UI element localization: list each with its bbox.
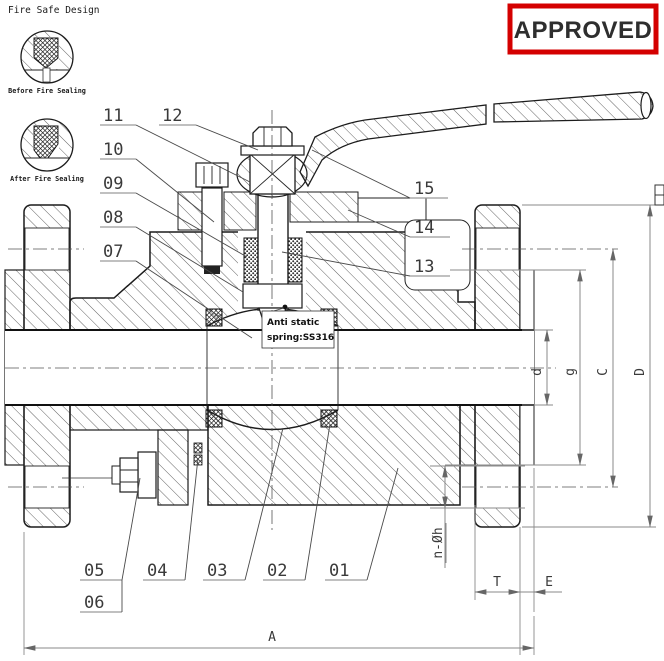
callout-04: 04 (143, 457, 199, 581)
stamp-border (507, 3, 659, 55)
body-closure-plate (157, 429, 189, 506)
dim-label-bolt-circle: C (596, 368, 611, 376)
callout-10: 10 (100, 140, 215, 223)
gland-bolt-shank (201, 187, 223, 267)
svg-text:15: 15 (414, 179, 434, 199)
body-gasket (193, 442, 203, 454)
callout-02: 02 (263, 423, 331, 581)
anti-static-balloon: Anti static spring:SS316 (261, 307, 335, 349)
stem-packing-right (287, 237, 303, 283)
anti-static-spring (282, 304, 288, 310)
dim-label-flange-thickness: T (493, 575, 501, 590)
after-label: After Fire Sealing (10, 175, 84, 183)
callout-03: 03 (203, 427, 284, 581)
dim-label-bore: d (530, 368, 545, 376)
callout-12: 12 (159, 106, 259, 151)
dim-label-flange-od: D (633, 368, 648, 376)
svg-text:14: 14 (414, 218, 434, 238)
body-bolt-tip (111, 465, 121, 485)
balloon-line2: spring:SS316 (267, 333, 334, 343)
dimensions: d g C D n-Øh T E A (23, 184, 664, 655)
fire-safe-title: Fire Safe Design (8, 5, 100, 16)
body-bolt-head (119, 457, 139, 493)
gland-bolt-tip (204, 266, 220, 274)
stem-packing-left (243, 237, 259, 283)
callout-14: 14 (347, 209, 450, 238)
stamp-label: APPROVED (514, 17, 653, 44)
svg-text:06: 06 (84, 593, 104, 613)
body-bolting (62, 442, 203, 499)
seat-ring-bottom-left (205, 409, 223, 428)
svg-text:07: 07 (103, 242, 123, 262)
seat-ring-top-left (205, 308, 223, 327)
stem-nut (252, 126, 293, 147)
svg-text:11: 11 (103, 106, 123, 126)
right-hub-lower (459, 404, 476, 466)
callout-09: 09 (100, 174, 248, 258)
gland-flange (289, 191, 359, 223)
svg-text:08: 08 (103, 208, 123, 228)
svg-text:01: 01 (329, 561, 349, 581)
gap-before (42, 67, 51, 83)
svg-text:04: 04 (147, 561, 167, 581)
stem-collar (242, 283, 303, 309)
svg-text:02: 02 (267, 561, 287, 581)
dim-label-raised-face: E (545, 575, 553, 590)
svg-text:05: 05 (84, 561, 104, 581)
svg-text:10: 10 (103, 140, 123, 160)
dim-label-gasket: g (563, 368, 578, 376)
before-label: Before Fire Sealing (8, 87, 86, 95)
callout-07: 07 (100, 242, 253, 339)
callout-08: 08 (100, 208, 244, 293)
detail-after-fire: After Fire Sealing (10, 118, 84, 183)
svg-text:03: 03 (207, 561, 227, 581)
callout-11: 11 (100, 106, 251, 183)
dim-label-face-to-face: A (268, 630, 276, 645)
callout-06: 06 (80, 580, 123, 613)
handle-assembly (236, 91, 654, 198)
handle-lever-outer (493, 91, 654, 123)
handle-lever-inner (299, 104, 487, 188)
svg-text:09: 09 (103, 174, 123, 194)
body-bolt-washer (137, 451, 157, 499)
callout-01: 01 (325, 467, 399, 581)
svg-text:13: 13 (414, 257, 434, 277)
dim-label-bolt-holes: n-Øh (431, 527, 446, 558)
handle-end-cap (640, 91, 652, 120)
seat-ring-bottom-right (320, 409, 338, 428)
gland-left (223, 191, 257, 231)
callout-15: 15 (311, 149, 448, 199)
seat-before (33, 37, 59, 69)
hub-cross (249, 153, 296, 195)
balloon-box (261, 310, 335, 349)
detail-before-fire: Before Fire Sealing (8, 30, 86, 95)
gland-plate (357, 197, 427, 223)
fire-safe-details: Fire Safe Design Before Fire Sealing Aft… (8, 5, 100, 183)
callout-13: 13 (281, 251, 450, 277)
left-hub-lower (69, 404, 209, 431)
balloon-line1: Anti static (267, 318, 319, 328)
svg-text:12: 12 (162, 106, 182, 126)
approved-stamp: APPROVED (507, 3, 659, 55)
callouts: 11 12 10 09 08 07 15 14 (80, 106, 450, 613)
callout-05: 05 (80, 477, 141, 581)
